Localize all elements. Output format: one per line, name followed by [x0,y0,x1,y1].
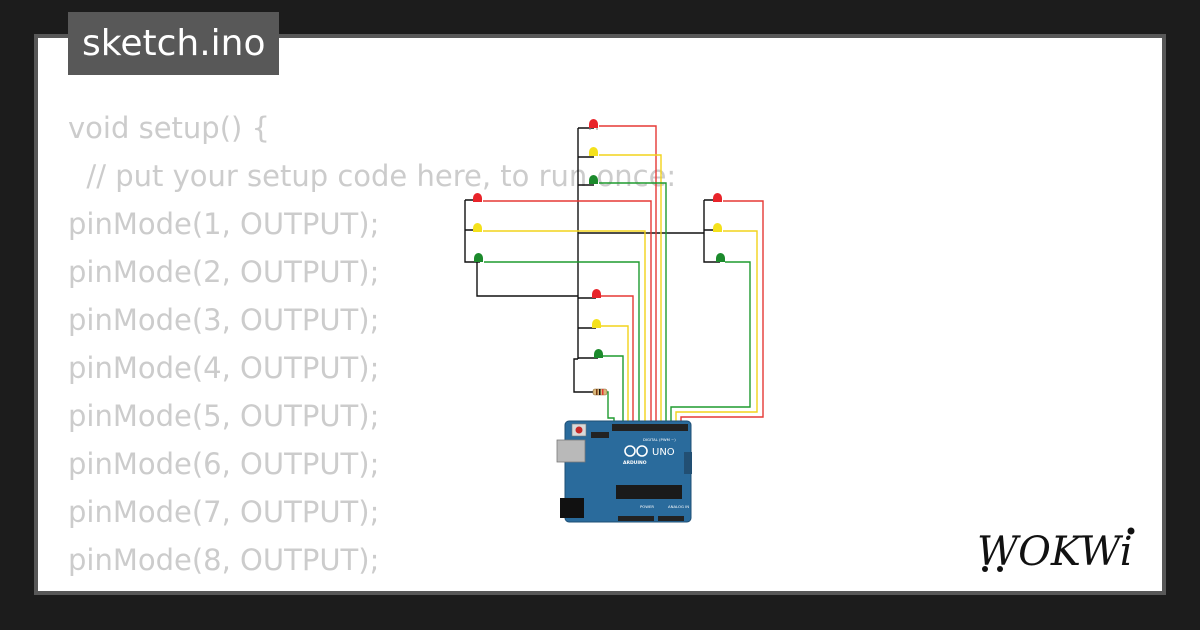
led-yellow[interactable] [589,147,598,156]
led-yellow[interactable] [592,319,601,328]
led-green[interactable] [589,175,598,184]
wire-yellow [483,230,646,428]
code-line: pinMode(5, OUTPUT); [68,399,380,433]
file-tab[interactable]: sketch.ino [68,12,280,75]
power-jack [560,498,584,518]
wire-red [601,295,634,428]
wire-red [599,125,657,428]
resistor[interactable] [592,388,608,396]
analog-header-pins [658,516,684,521]
wire-black [476,262,578,297]
wire-green [599,182,667,428]
arduino-infinity-icon [624,445,648,457]
led-red[interactable] [592,289,601,298]
led-red[interactable] [589,119,598,130]
digital-header-label: DIGITAL (PWM ~) [643,437,676,442]
led-yellow[interactable] [473,223,482,232]
led-yellow[interactable] [713,223,722,232]
wire-black [573,358,596,393]
arduino-uno-board[interactable]: UNO ARDUINO DIGITAL (PWM ~) ANALOG IN PO… [556,420,692,523]
wire-yellow [599,154,662,428]
icsp-pins [684,452,692,474]
microcontroller-chip [616,485,682,499]
power-header-label: POWER [640,504,654,509]
wires [464,125,764,428]
led-red[interactable] [713,193,722,202]
leds[interactable] [473,119,725,358]
code-line: void setup() { [68,111,270,145]
code-line: // put your setup code here, to run once… [68,159,677,193]
board-brand: ARDUINO [623,460,647,466]
wire-green [484,261,640,428]
wire-green [670,261,751,428]
wokwi-logo-text: WOKWi [977,529,1133,575]
code-line: pinMode(2, OUTPUT); [68,255,380,289]
led-green[interactable] [716,253,725,262]
digital-header [612,424,688,431]
led-green[interactable] [474,253,483,262]
code-editor[interactable]: void setup() { // put your setup code he… [68,104,677,591]
code-line: pinMode(7, OUTPUT); [68,495,380,529]
board-model: UNO [652,447,675,458]
code-line: pinMode(8, OUTPUT); [68,543,380,577]
analog-header-label: ANALOG IN [668,504,689,509]
wokwi-logo: WOKWi [977,527,1135,575]
wire-green [603,355,624,428]
wire-black [578,199,720,263]
wire-yellow [675,230,758,428]
code-line: pinMode(4, OUTPUT); [68,351,380,385]
wire-red [483,200,652,428]
usb-port [556,439,586,463]
power-header-pins [618,516,654,521]
code-line: pinMode(1, OUTPUT); [68,207,380,241]
code-line: pinMode(6, OUTPUT); [68,447,380,481]
led-green[interactable] [594,349,603,358]
wire-yellow [601,325,629,428]
led-red[interactable] [473,193,482,202]
code-line: pinMode(3, OUTPUT); [68,303,380,337]
icsp-header [591,432,609,438]
